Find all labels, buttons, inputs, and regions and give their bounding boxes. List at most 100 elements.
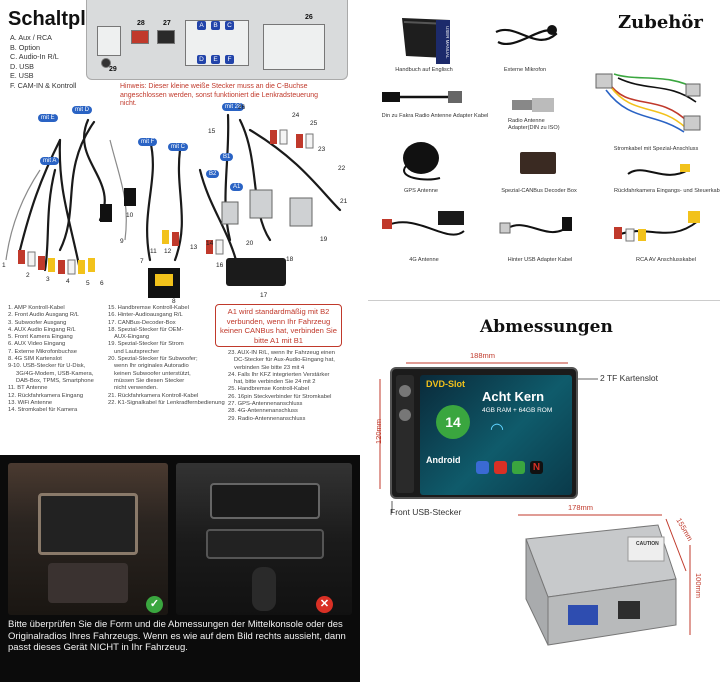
parts-list-item: 28. 4G-Antennenanschluss	[228, 408, 298, 415]
part-number: 3	[46, 276, 50, 283]
port-number: 26	[305, 14, 313, 21]
part-number: 6	[100, 280, 104, 287]
accessories-panel: Zubehör USER MANUAL Handbuch auf Englisc…	[368, 0, 720, 298]
rca-plug-red	[18, 250, 25, 264]
body-height-dimension: 100mm	[694, 573, 703, 599]
accessory-label: Spezial-CANBus Decoder Box	[501, 188, 577, 194]
part-number: 21	[340, 198, 348, 205]
gps-antenna-socket	[157, 30, 175, 44]
accessory-label: Rückfahrkamera Eingangs- und Steuerkabel	[614, 188, 720, 194]
accessory-label: Stromkabel mit Spezial-Anschluss	[613, 146, 699, 152]
accessory-label: 4G Antenne	[409, 257, 439, 263]
parts-list-item: wenn Ihr originales Autoradio	[114, 363, 189, 370]
parts-list-item: hat, bitte verbinden Sie 24 mit 2	[234, 379, 316, 386]
chassis-drawing	[525, 524, 677, 646]
connect-to-c-tag: mit C	[168, 143, 188, 151]
parts-list-item: 26. 16pin Steckverbinder für Stromkabel	[228, 393, 332, 400]
wifi-icon: ◠	[490, 421, 504, 438]
parts-list-item: 2. Front Audio Ausgang R/L	[8, 312, 79, 319]
part-number: 9	[120, 238, 124, 245]
dimensions-title: Abmessungen	[480, 317, 613, 337]
compatible-dash-photo	[8, 463, 168, 615]
height-dimension: 120mm	[374, 419, 383, 445]
parts-list-item: 20. Spezial-Stecker für Subwoofer;	[108, 356, 198, 363]
screen: DVD-Slot Acht Kern 4GB RAM + 64GB ROM 14…	[420, 375, 572, 495]
rear-connector	[97, 26, 121, 56]
connector-letter: E	[211, 55, 220, 64]
part-number: 18	[286, 256, 294, 263]
parts-list-item: 5. Front Kamera Eingang	[8, 334, 73, 341]
part-number: 4	[66, 278, 70, 285]
connector-legend: A. Aux / RCA B. Option C. Audio-In R/L D…	[10, 33, 76, 91]
legend-item: B. Option	[10, 42, 40, 52]
width-dimension: 188mm	[470, 351, 496, 360]
parts-list-item: DAB-Box, TPMS, Smartphone	[16, 377, 94, 384]
4g-antenna-socket	[131, 30, 149, 44]
parts-list-item: 15. Handbremse Kontroll-Kabel	[108, 305, 189, 311]
compatible-check-icon: ✓	[146, 596, 163, 613]
power-harness-icon	[588, 62, 708, 142]
part-number: 1	[2, 262, 6, 269]
parts-list-item: und Lautsprecher	[114, 348, 160, 355]
legend-item: F. CAM-IN & Kontroll	[10, 80, 77, 90]
connect-to-f-tag: mit F	[138, 138, 158, 146]
dimensions-panel: Abmessungen 188mm 120mm 2 TF Kartenslot …	[368, 300, 720, 682]
gps-antenna-icon	[396, 138, 446, 184]
connector-letter: B	[211, 21, 220, 30]
parts-list-item: 14. Stromkabel für Kamera	[8, 407, 78, 414]
microphone-icon	[486, 12, 566, 62]
body-width-dimension: 178mm	[568, 503, 594, 512]
wiring-diagram-title: Schaltplan	[8, 8, 110, 30]
dvd-slot-text: DVD-Slot	[426, 379, 465, 389]
connector-letter: F	[225, 55, 234, 64]
memory-text: 4GB RAM + 64GB ROM	[482, 407, 553, 414]
parts-list-item: 11. BT Antenne	[8, 385, 48, 392]
user-manual-booklet: USER MANUAL	[436, 20, 450, 64]
part-number: 25	[310, 120, 318, 127]
android-version-badge: 14	[436, 405, 470, 439]
parts-list-item: nicht verwenden.	[114, 385, 158, 392]
tf-slot-label: 2 TF Kartenslot	[600, 373, 658, 383]
part-number: 7	[140, 258, 144, 265]
connector-letter: A	[197, 21, 206, 30]
part-number: 16	[216, 262, 224, 269]
accessory-label: Externe Mikrofon	[503, 67, 547, 73]
legend-item: E. USB	[10, 71, 34, 81]
parts-list-item: 3G/4G-Modem, USB-Kamera,	[16, 370, 94, 377]
parts-list-item: 16. Hinter-Audioausgang R/L	[108, 312, 183, 319]
part-number: 2	[26, 272, 30, 279]
parts-list-item: müssen Sie diesen Stecker	[114, 377, 185, 384]
caution-sticker-text: CAUTION	[636, 541, 659, 547]
parts-list-item: 27. GPS-Antennenanschluss	[228, 401, 303, 408]
climate-panel	[48, 563, 128, 603]
parts-list-item: 29. Radio-Antennenanschluss	[228, 415, 306, 422]
accessory-label: RCA AV Anschlusskabel	[636, 257, 696, 263]
knob-icon	[399, 409, 411, 421]
part-number: 11	[150, 248, 157, 255]
part-number: 8	[172, 298, 176, 305]
part-number: 19	[320, 236, 328, 243]
head-unit-front: DVD-Slot Acht Kern 4GB RAM + 64GB ROM 14…	[390, 367, 578, 499]
climate-panel	[206, 529, 324, 559]
parts-list-item: 9-10. USB-Stecker für U-Disk,	[8, 363, 86, 370]
a1-tag: A1	[230, 183, 244, 191]
part-number: 14	[206, 240, 214, 247]
connect-to-26-tag: mit 26	[222, 103, 245, 111]
gear-shifter	[252, 567, 276, 611]
wiring-harness-drawing	[5, 113, 342, 298]
usb-cable-icon	[498, 205, 578, 251]
din-iso-adapter-icon	[510, 95, 560, 115]
part-number: 23	[318, 146, 326, 153]
port-number: 27	[163, 20, 171, 27]
steering-control-hint: Hinweis: Dieser kleine weiße Stecker mus…	[120, 83, 319, 108]
dimension-lines	[379, 362, 691, 635]
rca-cable-icon	[608, 205, 708, 251]
part-number: 22	[338, 165, 346, 172]
b1-tag: B1	[220, 153, 234, 161]
part-number: 13	[190, 244, 198, 251]
accessory-label: GPS Antenne	[404, 188, 438, 194]
head-unit-rear-panel: A B C D E F 28 27 29 26	[86, 0, 348, 80]
parts-list-item: 23. AUX-IN R/L, wenn Ihr Fahrzeug einen	[228, 350, 335, 356]
fitment-caption: Bitte überprüfen Sie die Form und die Ab…	[8, 619, 346, 654]
a1-b2-note: A1 wird standardmäßig mit B2 verbunden, …	[215, 304, 342, 347]
